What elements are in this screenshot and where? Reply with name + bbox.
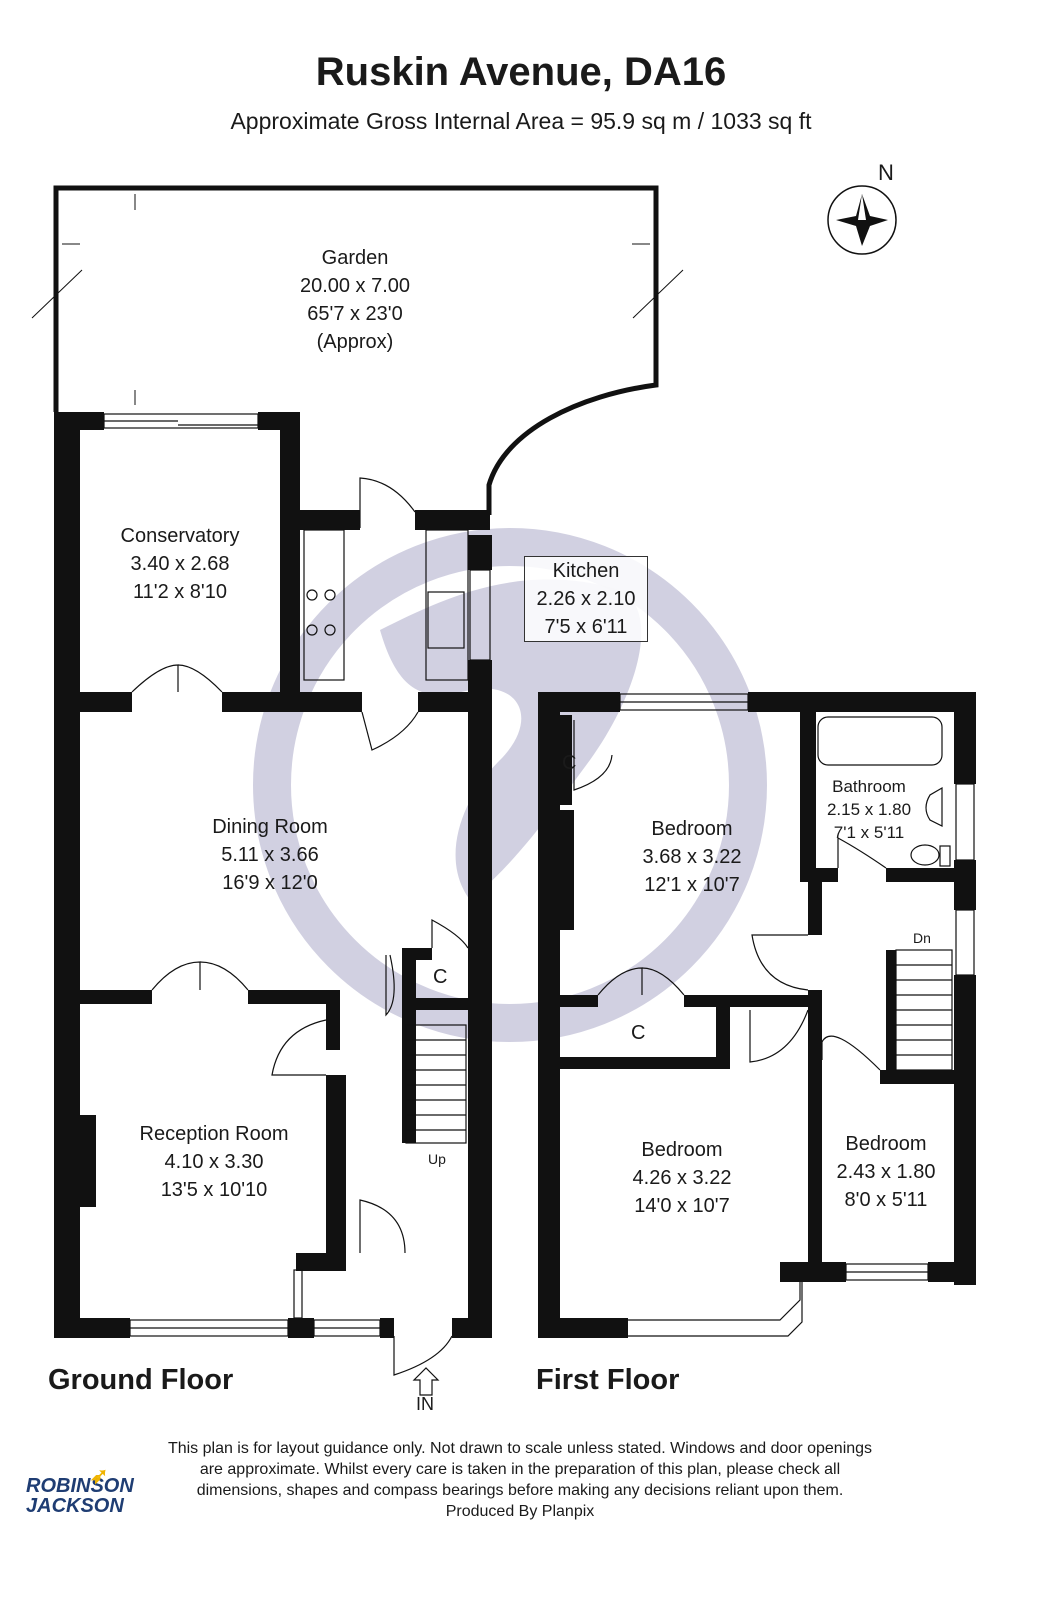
room-bedroom-front-top: Bedroom 3.68 x 3.22 12'1 x 10'7 xyxy=(610,815,774,899)
entrance-label: IN xyxy=(416,1394,434,1414)
logo-line: JACKSON xyxy=(26,1495,124,1517)
robinson-jackson-logo: ➶ ROBINSON JACKSON xyxy=(26,1465,134,1517)
room-reception: Reception Room 4.10 x 3.30 13'5 x 10'10 xyxy=(110,1120,318,1204)
plan-title: Ruskin Avenue, DA16 xyxy=(315,50,727,94)
cupboard-label: C xyxy=(631,1022,646,1044)
room-imperial: 13'5 x 10'10 xyxy=(160,1179,268,1201)
room-imperial: 14'0 x 10'7 xyxy=(634,1195,730,1217)
room-bedroom-small: Bedroom 2.43 x 1.80 8'0 x 5'11 xyxy=(824,1130,948,1214)
room-name: Bathroom xyxy=(832,777,906,796)
room-bathroom: Bathroom 2.15 x 1.80 7'1 x 5'11 xyxy=(812,775,926,844)
room-note: (Approx) xyxy=(316,331,394,353)
room-metric: 2.43 x 1.80 xyxy=(836,1161,936,1183)
ground-floor-fixtures xyxy=(103,413,491,1396)
north-label: N xyxy=(878,160,894,185)
room-imperial: 7'1 x 5'11 xyxy=(833,823,905,842)
room-imperial: 16'9 x 12'0 xyxy=(222,872,318,894)
room-imperial: 8'0 x 5'11 xyxy=(844,1189,928,1211)
room-metric: 20.00 x 7.00 xyxy=(299,275,411,297)
cupboard-label: C xyxy=(562,752,577,774)
disclaimer-line: are approximate. Whilst every care is ta… xyxy=(199,1461,841,1478)
room-name: Conservatory xyxy=(120,525,240,547)
room-garden: Garden 20.00 x 7.00 65'7 x 23'0 (Approx) xyxy=(255,244,455,356)
watermark xyxy=(253,528,767,1042)
room-metric: 3.68 x 3.22 xyxy=(642,846,742,868)
disclaimer-line: dimensions, shapes and compass bearings … xyxy=(196,1482,844,1499)
room-name: Bedroom xyxy=(641,1139,723,1161)
stairs-down-label: Dn xyxy=(913,930,931,946)
stairs-up-label: Up xyxy=(428,1151,446,1167)
ground-floor-label: Ground Floor xyxy=(48,1364,234,1396)
first-floor-fixtures xyxy=(573,693,975,1337)
disclaimer: This plan is for layout guidance only. N… xyxy=(110,1438,930,1522)
disclaimer-line: This plan is for layout guidance only. N… xyxy=(167,1440,873,1457)
logo-line: ROBINSON xyxy=(26,1475,134,1497)
room-imperial: 65'7 x 23'0 xyxy=(307,303,403,325)
room-name: Kitchen xyxy=(552,560,620,582)
room-imperial: 11'2 x 8'10 xyxy=(132,581,227,603)
room-bedroom-large: Bedroom 4.26 x 3.22 14'0 x 10'7 xyxy=(600,1136,764,1220)
room-metric: 2.15 x 1.80 xyxy=(826,800,912,819)
room-metric: 4.26 x 3.22 xyxy=(632,1167,732,1189)
gross-area-subtitle: Approximate Gross Internal Area = 95.9 s… xyxy=(230,108,812,134)
first-floor-walls xyxy=(538,692,976,1338)
room-metric: 4.10 x 3.30 xyxy=(164,1151,264,1173)
room-name: Bedroom xyxy=(845,1133,927,1155)
room-conservatory: Conservatory 3.40 x 2.68 11'2 x 8'10 xyxy=(90,522,270,606)
room-imperial: 12'1 x 10'7 xyxy=(644,874,740,896)
room-imperial: 7'5 x 6'11 xyxy=(544,616,628,638)
first-floor-label: First Floor xyxy=(536,1364,680,1396)
compass-rose xyxy=(827,185,897,255)
produced-by: Produced By Planpix xyxy=(445,1503,595,1520)
logo-swoosh-icon: ➶ xyxy=(90,1463,109,1488)
room-name: Reception Room xyxy=(139,1123,289,1145)
room-metric: 3.40 x 2.68 xyxy=(130,553,230,575)
room-metric: 2.26 x 2.10 xyxy=(536,588,636,610)
room-name: Garden xyxy=(321,247,389,269)
room-name: Dining Room xyxy=(212,816,328,838)
room-metric: 5.11 x 3.66 xyxy=(221,844,319,866)
room-dining: Dining Room 5.11 x 3.66 16'9 x 12'0 xyxy=(180,813,360,897)
cupboard-label: C xyxy=(433,966,448,988)
garden-outline xyxy=(53,185,659,515)
garden-dimension-arrows xyxy=(31,194,684,405)
room-name: Bedroom xyxy=(651,818,733,840)
room-kitchen: Kitchen 2.26 x 2.10 7'5 x 6'11 xyxy=(524,556,648,642)
